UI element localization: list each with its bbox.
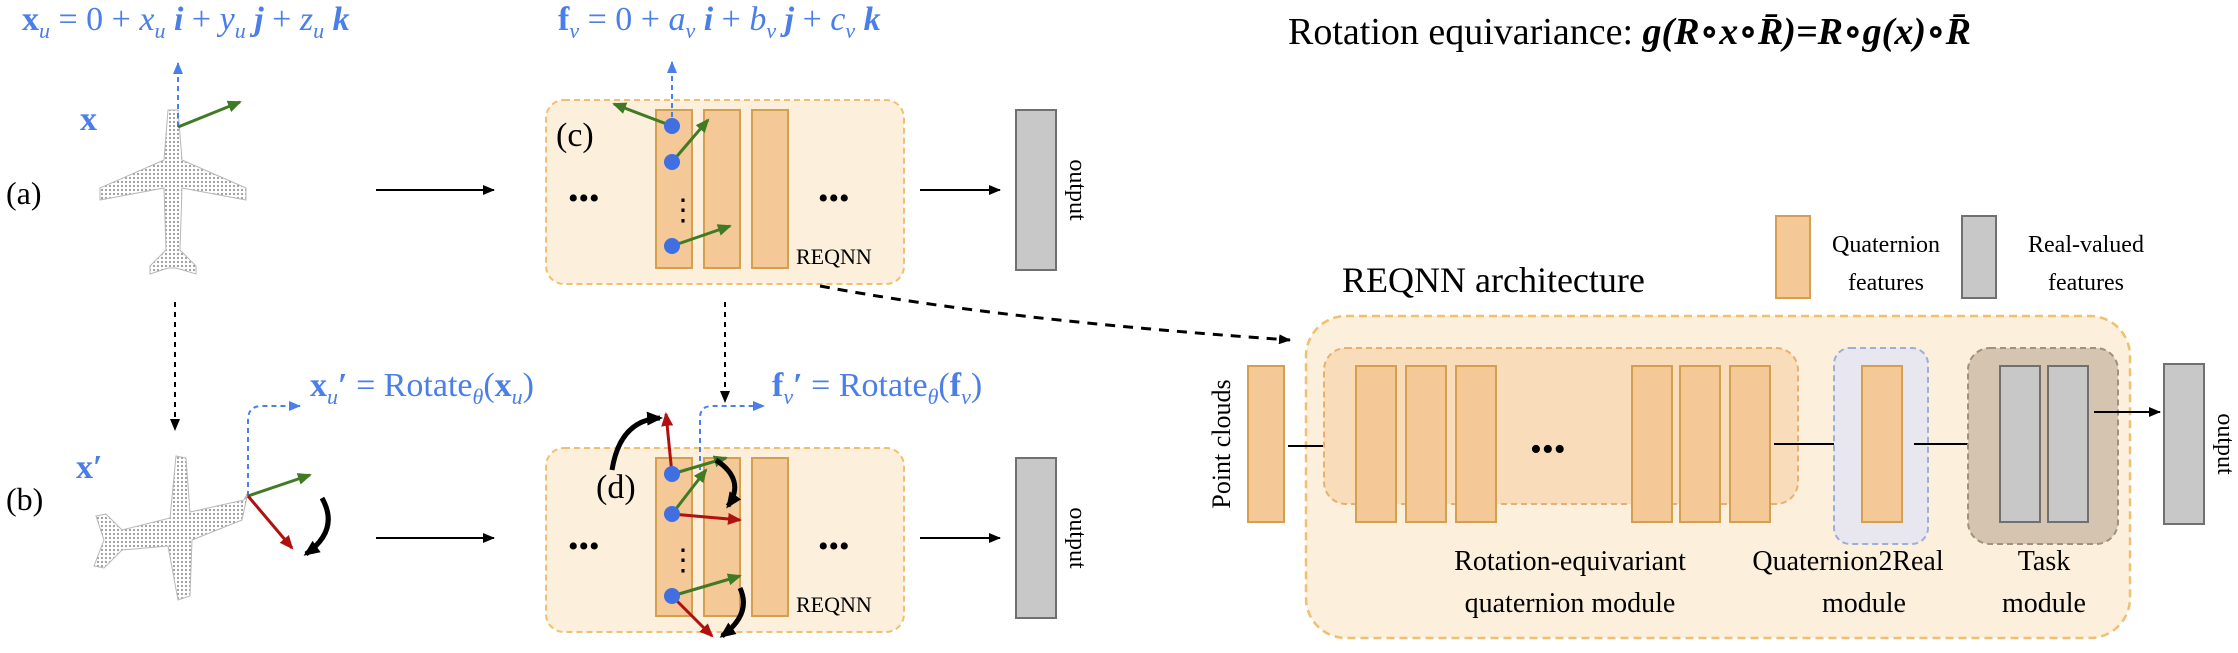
feature-vector-d1-red [661,412,674,475]
output-d-box [1015,457,1057,619]
x-prime-vector-green [247,473,312,498]
panel-b-label: (b) [6,481,43,517]
module1-label-line1: Rotation-equivariant [1454,546,1686,577]
rotation-arrow-d1 [609,411,663,471]
legend-real-line1: Real-valued [2028,232,2144,258]
eq-f-definition: fv = 0 + av i + bv j + cv k [558,1,881,43]
architecture-output-box [2163,363,2205,525]
legend-real-line2: features [2048,270,2124,296]
architecture-output-label: output [2212,413,2238,475]
task-module [1967,347,2119,545]
module2-label-line2: module [1822,588,1906,619]
feature-point-d3 [664,588,680,604]
vdots-c: ⋮ [668,194,698,227]
output-c-box [1015,109,1057,271]
feature-vector-d3-red [670,594,714,638]
feature-vector-c3 [671,224,732,248]
feature-vector-d2-green [670,468,708,515]
eq-x-definition: xu = 0 + xu i + yu j + zu k [22,1,350,43]
module1-feature-5 [1679,365,1721,523]
reqnn-c-label: REQNN [796,244,872,269]
output-c-label: output [1064,159,1090,221]
feature-point-d2 [664,506,680,522]
legend-quaternion-line2: features [1848,270,1924,296]
module1-label-line2: quaternion module [1465,588,1676,619]
airplane-b-icon [93,455,249,601]
module3-feature-1 [1999,365,2041,523]
legend-quaternion-swatch [1775,215,1811,299]
x-prime-vector-red [246,495,294,550]
module2-label-line1: Quaternion2Real [1752,546,1943,577]
feature-vector-c2 [670,118,710,163]
feature-vector-d3-green [671,573,742,598]
x-vector-arrow [177,100,242,129]
output-d-label: output [1064,507,1090,569]
rotation-arrow-d2 [714,457,742,509]
module1-feature-1 [1355,365,1397,523]
feature-point-d1 [664,466,680,482]
feature-point-c1 [664,118,680,134]
module3-label-line1: Task [2018,546,2070,577]
quaternion-feature-c3 [751,109,789,269]
legend-quaternion-line1: Quaternion [1832,232,1940,258]
panel-a-label: (a) [6,175,42,211]
panel-d-label: (d) [596,469,636,506]
panel-c-label: (c) [556,117,594,154]
arrow-reqnn-to-architecture [819,284,1291,345]
quaternion-feature-c2 [703,109,741,269]
vdots-d: ⋮ [668,544,698,577]
eq-x-rotate: xu′ = Rotateθ(xu) [310,367,534,409]
ellipsis-c-left: ••• [568,182,600,215]
input-box [1247,365,1285,523]
reqnn-d-label: REQNN [796,592,872,617]
quaternion-feature-d3 [751,457,789,617]
x-prime-label: x′ [76,449,103,486]
module1-ellipsis: ••• [1530,431,1566,468]
point-clouds-label: Point clouds [1207,379,1236,508]
architecture-title: REQNN architecture [1342,260,1645,300]
airplane-a-icon [99,109,247,275]
x-label: x [80,101,97,138]
module1-feature-4 [1631,365,1673,523]
ellipsis-d-right: ••• [818,530,850,563]
rotation-equivariance-title: Rotation equivariance: g(R∘x∘R̄)=R∘g(x)∘… [1288,11,1971,53]
ellipsis-c-right: ••• [818,182,850,215]
ellipsis-d-left: ••• [568,530,600,563]
feature-point-c2 [664,154,680,170]
feature-point-c3 [664,238,680,254]
rotation-arrow-b [303,496,331,557]
module1-feature-2 [1405,365,1447,523]
module1-feature-6 [1729,365,1771,523]
module2-feature [1861,365,1903,523]
feature-vector-c1 [612,102,673,128]
x-prime-projection-arrow [247,401,301,496]
module1-feature-3 [1455,365,1497,523]
eq-f-rotate: fv′ = Rotateθ(fv) [772,367,982,409]
module3-feature-2 [2047,365,2089,523]
feature-vector-d2-red [671,512,742,525]
module3-label-line2: module [2002,588,2086,619]
legend-real-swatch [1961,215,1997,299]
rotation-arrow-d3 [719,586,746,639]
